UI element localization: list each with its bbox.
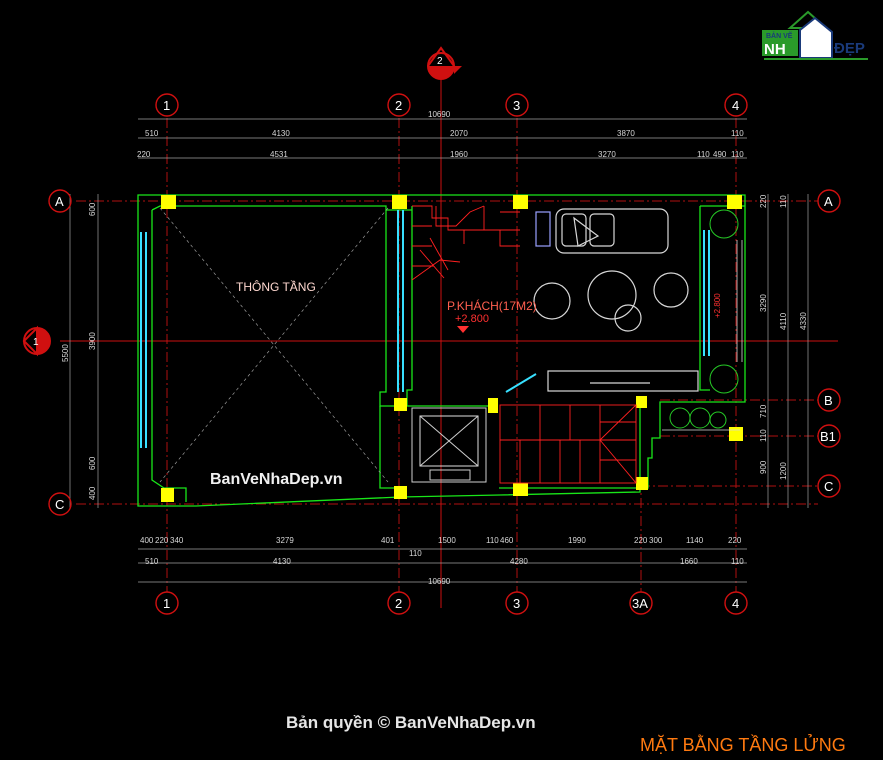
plants xyxy=(669,209,739,429)
dim-top-r1-1: 4130 xyxy=(272,129,290,138)
dim-bot-r2-0: 510 xyxy=(145,557,159,566)
dim-top-r1-3: 3870 xyxy=(617,129,635,138)
dim-top-total: 10690 xyxy=(428,110,451,119)
section-mark-left: 1 xyxy=(33,337,39,348)
logo-right-text: ĐẸP xyxy=(834,40,865,57)
axis-top-1: 1 xyxy=(163,98,170,113)
axis-bubbles-top xyxy=(155,93,748,117)
dim-right-2: 3290 xyxy=(759,294,768,312)
dim-top-r2-1: 4531 xyxy=(270,150,288,159)
dim-right-1: 110 xyxy=(779,195,788,208)
dim-top-r2-5: 490 xyxy=(713,150,727,159)
dim-right-3: 4110 xyxy=(779,312,788,330)
axis-top-4: 4 xyxy=(732,98,739,113)
room-level: +2.800 xyxy=(455,313,489,325)
dim-right-0: 220 xyxy=(759,194,768,208)
dim-top-r1-4: 110 xyxy=(731,129,744,138)
dim-bot-r2-2: 4280 xyxy=(510,557,528,566)
dim-bot-r2-3: 1660 xyxy=(680,557,698,566)
room-living-label: P.KHÁCH(17M2) xyxy=(447,298,537,313)
dim-bot-r1-10: 300 xyxy=(649,536,663,545)
axis-bubbles-right xyxy=(817,189,841,498)
dim-left-3: 600 xyxy=(88,456,97,470)
columns xyxy=(161,195,743,502)
dim-bot-r1-0: 400 xyxy=(140,536,154,545)
sofa xyxy=(555,208,669,254)
dim-bot-r1-2: 340 xyxy=(170,536,184,545)
level-marker-icon xyxy=(457,326,469,333)
dim-left-2: 5500 xyxy=(61,344,70,362)
axis-right-c: C xyxy=(824,479,833,494)
right-annotation: +2.800 xyxy=(713,293,722,318)
axis-bubbles-left xyxy=(48,189,72,516)
axis-bottom-3a: 3A xyxy=(632,596,648,611)
logo-left-text: NH xyxy=(764,41,786,58)
dim-bot-r2-4: 110 xyxy=(731,557,744,566)
axis-bottom-2: 2 xyxy=(395,596,402,611)
dim-bot-r2-1: 4130 xyxy=(273,557,291,566)
dim-top-r2-6: 110 xyxy=(731,150,744,159)
axis-top-3: 3 xyxy=(513,98,520,113)
armchairs xyxy=(533,211,689,332)
sheet-title: MẶT BẰNG TẦNG LỬNG xyxy=(640,734,846,755)
section-marker-left xyxy=(22,325,51,357)
dimension-lines xyxy=(69,118,809,583)
dim-left-1: 3900 xyxy=(88,332,97,350)
dim-bot-r1-3: 3279 xyxy=(276,536,294,545)
axis-top-2: 2 xyxy=(395,98,402,113)
axis-right-b: B xyxy=(824,393,833,408)
dim-bot-total: 10690 xyxy=(428,577,451,586)
void-cross xyxy=(159,207,389,483)
dim-top-r1-0: 510 xyxy=(145,129,159,138)
dim-right-8: 1200 xyxy=(779,462,788,480)
axis-bottom-3: 3 xyxy=(513,596,520,611)
axis-left-a: A xyxy=(55,194,64,209)
axis-bottom-4: 4 xyxy=(732,596,739,611)
dim-bot-r1-8: 1990 xyxy=(568,536,586,545)
dim-bot-r1-7: 460 xyxy=(500,536,514,545)
grid-lines xyxy=(76,118,818,592)
elevator xyxy=(411,407,487,483)
axis-bottom-1: 1 xyxy=(163,596,170,611)
section-lines xyxy=(60,80,838,608)
stair-upper xyxy=(411,205,520,281)
copyright-notice: Bản quyền © BanVeNhaDep.vn xyxy=(286,713,536,732)
dim-right-6: 110 xyxy=(759,429,768,442)
dim-top-r2-0: 220 xyxy=(137,150,151,159)
railing xyxy=(662,240,743,431)
dim-right-7: 900 xyxy=(759,460,768,474)
dim-bot-r1-4: 401 xyxy=(381,536,395,545)
dim-bot-r1-11: 1140 xyxy=(686,536,704,545)
dim-bot-r1-9: 220 xyxy=(634,536,648,545)
dim-top-r1-2: 2070 xyxy=(450,129,468,138)
room-void-label: THÔNG TẦNG xyxy=(236,279,316,294)
dim-right-5: 710 xyxy=(759,404,768,418)
dim-bot-r1-12: 220 xyxy=(728,536,742,545)
logo-top-text: BẢN VẼ xyxy=(766,31,793,40)
watermark: BanVeNhaDep.vn xyxy=(210,471,342,488)
axis-right-b1: B1 xyxy=(820,429,836,444)
dim-bot-r1-5: 1500 xyxy=(438,536,456,545)
dim-right-4: 4330 xyxy=(799,312,808,330)
dim-bot-r1-1: 220 xyxy=(155,536,169,545)
axis-left-c: C xyxy=(55,497,64,512)
tv-cabinet xyxy=(547,370,699,392)
dim-bot-r1-6: 110 xyxy=(486,536,499,545)
dim-left-0: 600 xyxy=(88,202,97,216)
axis-bubbles-bottom xyxy=(155,591,748,615)
dim-left-4: 400 xyxy=(88,486,97,500)
section-mark-top: 2 xyxy=(437,56,443,67)
glass-panels xyxy=(140,210,710,448)
stair-lower xyxy=(499,404,637,484)
dim-top-r2-2: 1960 xyxy=(450,150,468,159)
dim-top-r2-3: 3270 xyxy=(598,150,616,159)
section-marker-top xyxy=(427,46,462,80)
site-logo: BẢN VẼ NH ĐẸP xyxy=(762,10,868,60)
dim-top-r2-4: 110 xyxy=(697,150,710,159)
axis-right-a: A xyxy=(824,194,833,209)
dim-bot-mid: 110 xyxy=(409,549,422,558)
